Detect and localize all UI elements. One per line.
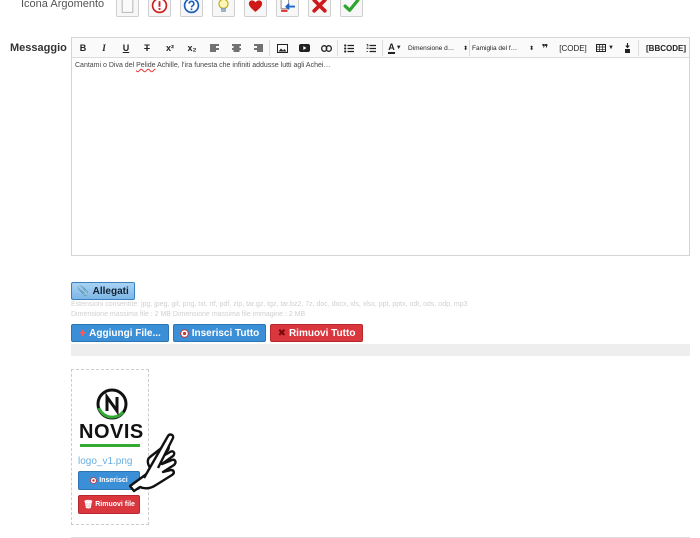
max-size-hint: Dimensione massima file : 2 MB Dimension… [71, 311, 306, 318]
insert-circle-icon [179, 328, 189, 338]
topic-icon-cross[interactable] [308, 0, 331, 17]
italic-button[interactable]: I [102, 43, 106, 53]
toolbar-divider [269, 40, 270, 56]
document-icon [121, 0, 134, 13]
misspelled-word: Pelide [136, 62, 156, 69]
toolbar-divider [382, 40, 383, 56]
topic-icon-label: Icona Argomento [21, 0, 105, 10]
align-right-icon [253, 44, 263, 52]
toolbar-divider [638, 40, 639, 56]
align-right-button[interactable] [250, 38, 266, 58]
topic-icon-picker [116, 0, 363, 17]
insert-all-label: Inserisci Tutto [191, 327, 260, 339]
table-icon [596, 44, 607, 52]
message-editor: B I U T x² x₂ A [71, 37, 690, 256]
plus-icon: + [79, 326, 87, 340]
topic-icon-document[interactable] [116, 0, 139, 17]
hand-cursor-icon [128, 433, 177, 493]
align-center-button[interactable] [228, 38, 244, 58]
close-icon: ✖ [277, 327, 286, 339]
logo-text: NOVIS [79, 421, 144, 443]
checkmark-icon [343, 0, 360, 12]
topic-icon-checkmark[interactable] [340, 0, 363, 17]
add-files-button[interactable]: + Aggiungi File... [71, 324, 169, 342]
align-left-button[interactable] [206, 38, 222, 58]
attachments-toggle-button[interactable]: 📎 Allegati [71, 282, 135, 300]
trash-icon: 🗑 [83, 500, 94, 509]
cross-icon [312, 0, 327, 13]
toolbar-divider [469, 40, 470, 56]
remove-file-label: Rimuovi file [95, 501, 135, 508]
transfer-icon [280, 0, 295, 12]
quote-button[interactable]: ❞ [541, 42, 549, 55]
topic-icon-exclamation[interactable] [148, 0, 171, 17]
insert-image-button[interactable] [274, 38, 290, 58]
numbered-list-button[interactable] [363, 38, 379, 58]
font-size-select[interactable]: Dimensione d… ⬍ [408, 38, 468, 58]
logo-accent-bar [80, 444, 140, 447]
link-icon [320, 44, 332, 52]
message-text: Cantami o Diva del [75, 62, 137, 69]
bbcode-toggle-button[interactable]: [BBCODE] [646, 43, 686, 53]
chevron-down-icon: ▼ [395, 45, 402, 51]
toolbar-divider [337, 40, 338, 56]
insert-all-button[interactable]: Inserisci Tutto [173, 324, 266, 342]
message-label: Messaggio [10, 42, 67, 54]
numbered-list-icon [366, 43, 376, 52]
updown-icon: ⬍ [528, 45, 534, 52]
allowed-extensions-hint: Estensioni consentite: jpg, jpeg, gif, p… [71, 301, 468, 308]
topic-icon-question[interactable] [180, 0, 203, 17]
text-color-label: A [388, 41, 395, 54]
novis-logo-icon [96, 388, 128, 420]
underline-button[interactable]: U [122, 43, 130, 53]
exclamation-icon [151, 0, 168, 14]
message-text: Achille, l'ira funesta che infiniti addu… [155, 62, 331, 69]
strikethrough-button[interactable]: T [144, 43, 150, 53]
text-color-button[interactable]: A ▼ [385, 38, 405, 58]
bullet-list-button[interactable] [341, 38, 357, 58]
font-family-select[interactable]: Famiglia del f… ⬍ [472, 38, 534, 58]
insert-file-label: Inserisci [99, 477, 128, 484]
align-left-icon [209, 44, 219, 52]
font-family-value: Famiglia del f… [472, 44, 518, 52]
bold-button[interactable]: B [79, 43, 87, 53]
heart-icon [248, 0, 263, 12]
video-icon [298, 44, 310, 52]
insert-table-button[interactable]: ▼ [594, 38, 616, 58]
file-name-link[interactable]: logo_v1.png [78, 456, 133, 467]
lightbulb-icon [218, 0, 229, 12]
paperclip-icon: 📎 [77, 285, 90, 297]
editor-toolbar: B I U T x² x₂ A [72, 38, 689, 58]
subscript-button[interactable]: x₂ [187, 43, 197, 53]
font-size-value: Dimensione d… [408, 44, 455, 52]
topic-icon-heart[interactable] [244, 0, 267, 17]
remove-file-button[interactable]: 🗑 Rimuovi file [78, 495, 140, 514]
paste-clean-button[interactable] [620, 38, 634, 58]
code-button[interactable]: [CODE] [559, 43, 587, 53]
remove-all-button[interactable]: ✖ Rimuovi Tutto [270, 324, 363, 342]
insert-video-button[interactable] [296, 38, 312, 58]
bullet-list-icon [344, 43, 354, 53]
question-icon [183, 0, 200, 14]
message-textarea[interactable]: Cantami o Diva del Pelide Achille, l'ira… [75, 62, 330, 69]
chevron-down-icon: ▼ [608, 45, 614, 51]
updown-icon: ⬍ [462, 45, 468, 52]
topic-icon-lightbulb[interactable] [212, 0, 235, 17]
remove-all-label: Rimuovi Tutto [288, 327, 356, 339]
paste-icon [624, 42, 630, 53]
uploaded-file-card: NOVIS logo_v1.png Inserisci 🗑 Rimuovi fi… [71, 369, 149, 525]
image-icon [276, 43, 288, 53]
align-center-icon [231, 44, 241, 52]
topic-icon-transfer[interactable] [276, 0, 299, 17]
add-files-label: Aggiungi File... [89, 327, 161, 339]
upload-progress-bar [71, 344, 690, 356]
insert-circle-icon [90, 477, 98, 484]
attachments-toggle-label: Allegati [92, 285, 129, 297]
superscript-button[interactable]: x² [165, 43, 174, 53]
insert-link-button[interactable] [318, 38, 334, 58]
